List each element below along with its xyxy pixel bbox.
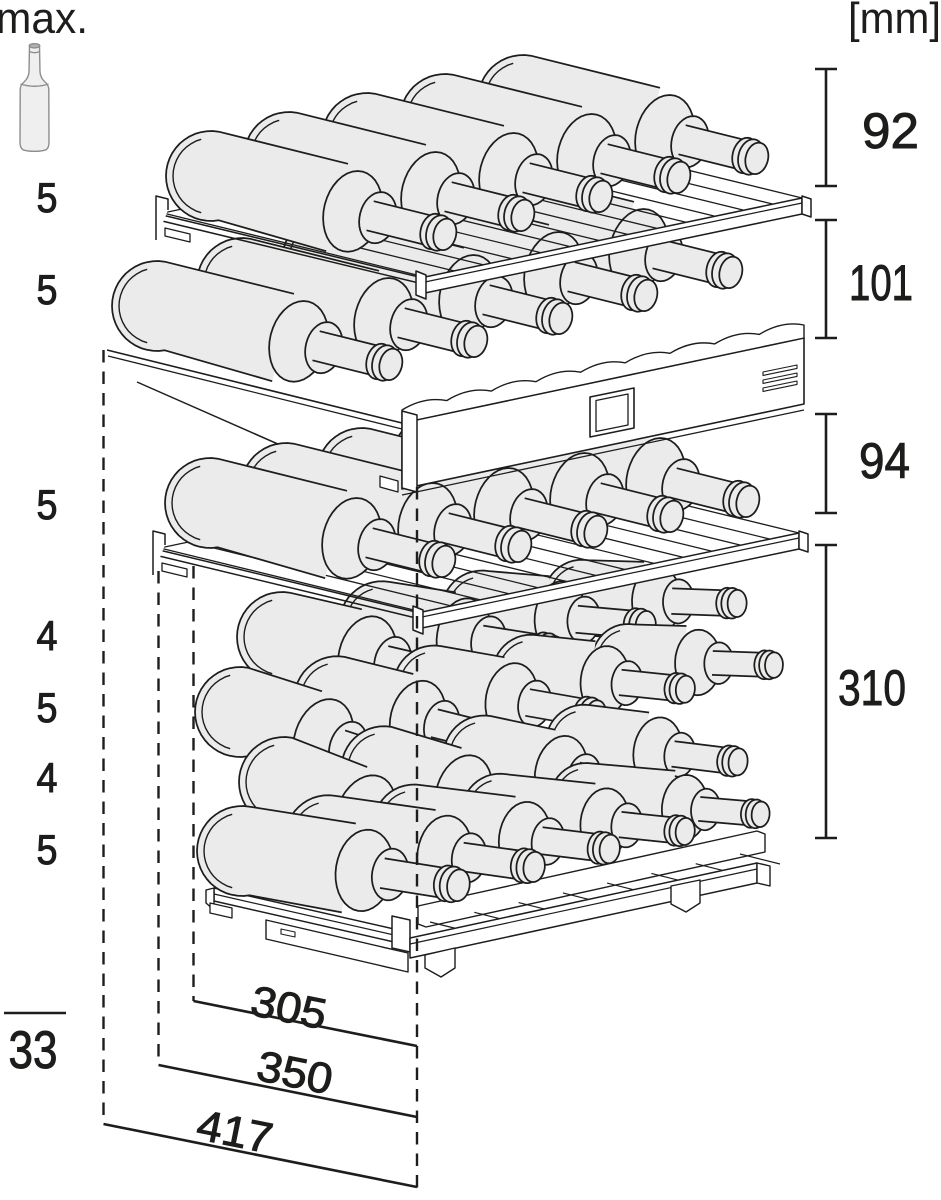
svg-text:5: 5 — [37, 826, 58, 873]
svg-text:5: 5 — [37, 266, 58, 313]
svg-text:33: 33 — [9, 1021, 58, 1080]
svg-text:4: 4 — [37, 612, 58, 659]
svg-text:max.: max. — [0, 0, 88, 43]
svg-text:310: 310 — [838, 660, 906, 716]
svg-text:[mm]: [mm] — [848, 0, 941, 43]
svg-text:5: 5 — [37, 481, 58, 528]
svg-text:5: 5 — [37, 684, 58, 731]
svg-text:101: 101 — [849, 255, 913, 311]
svg-text:5: 5 — [37, 174, 58, 221]
svg-text:4: 4 — [37, 754, 58, 801]
svg-text:94: 94 — [859, 433, 910, 489]
svg-text:92: 92 — [862, 103, 919, 159]
